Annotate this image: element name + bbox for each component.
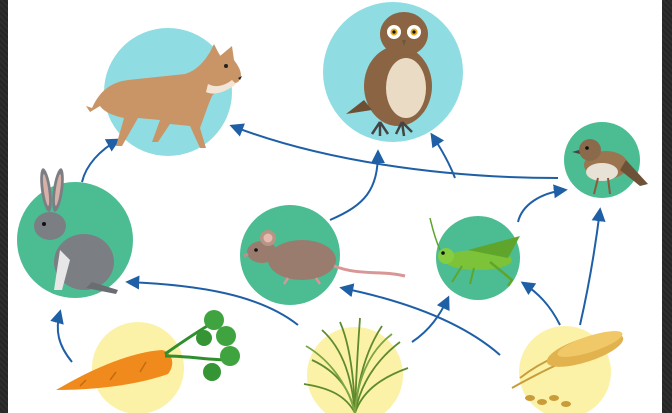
arrow-wheat-to-grasshopper: [523, 283, 560, 325]
arrow-carrot-to-rabbit: [58, 312, 72, 362]
arrow-rabbit-to-fox: [82, 140, 118, 182]
arrow-wheat-to-sparrow: [580, 210, 600, 325]
arrow-grasshopper-to-sparrow: [518, 190, 565, 222]
